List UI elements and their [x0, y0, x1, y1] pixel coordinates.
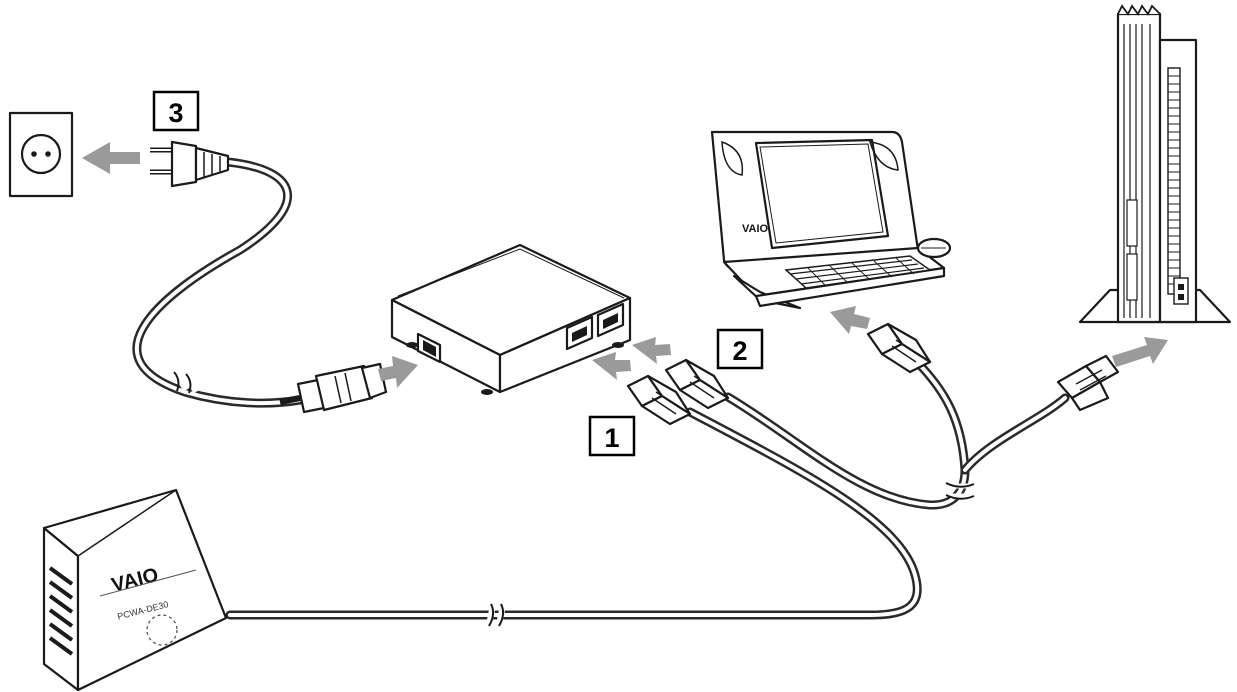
arrow-to-tower-icon — [1112, 337, 1168, 367]
wireless-converter: VAIO PCWA-DE30 — [42, 488, 228, 692]
converter-button-icon — [146, 614, 178, 646]
svg-text:VAIO: VAIO — [742, 223, 769, 235]
cable-2 — [723, 355, 1070, 510]
step-1-label: 1 — [588, 415, 636, 457]
arrow-to-laptop-icon — [830, 306, 870, 334]
power-cord — [132, 157, 305, 408]
ac-connector — [279, 362, 388, 414]
cable-2-plug-laptop — [866, 322, 932, 374]
arrow-port-1-icon — [592, 352, 631, 380]
svg-text:3: 3 — [168, 98, 183, 128]
arrow-port-2-icon — [632, 337, 671, 364]
laptop-computer: VAIO — [710, 130, 952, 310]
cable-1 — [225, 407, 922, 627]
tower-computer — [1078, 4, 1232, 324]
step-3-label: 3 — [152, 90, 200, 132]
svg-text:1: 1 — [604, 423, 619, 453]
cable-1-plug — [626, 374, 692, 426]
cable-2-plug-tower — [1056, 354, 1120, 412]
network-hub — [390, 243, 632, 395]
arrow-to-hub-power-icon — [378, 356, 418, 388]
power-plug — [150, 140, 230, 188]
step-2-label: 2 — [716, 328, 764, 370]
svg-text:2: 2 — [732, 336, 747, 366]
wall-outlet — [8, 111, 74, 198]
arrow-to-outlet-icon — [82, 142, 140, 174]
cable-2-plug-hub — [664, 358, 730, 410]
